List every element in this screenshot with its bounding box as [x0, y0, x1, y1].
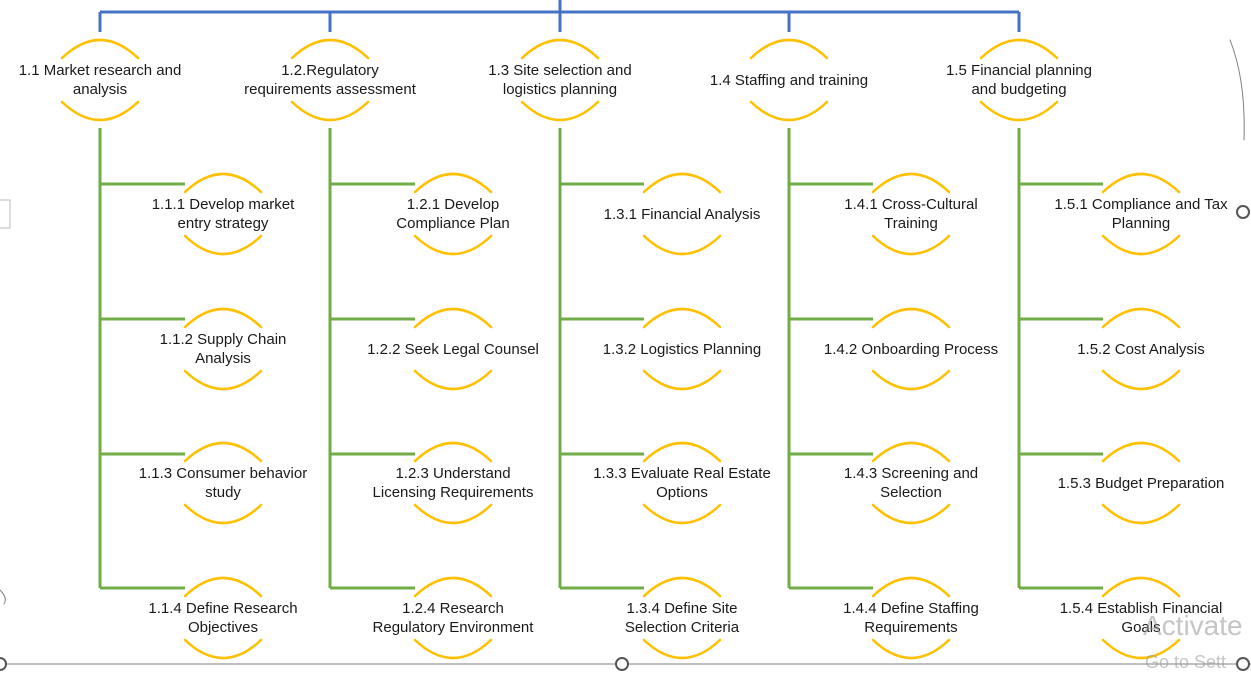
level2-node-2-4-top-arc [413, 576, 493, 598]
level2-node-3-2-label: 1.3.2 Logistics Planning [602, 340, 762, 358]
level2-node-5-3-top-arc [1101, 441, 1181, 463]
level2-node-5-1-label: 1.5.1 Compliance and Tax Planning [1054, 196, 1228, 232]
level2-node-2-2-bottom-arc [413, 369, 493, 391]
level2-node-4-2-bottom-arc [871, 369, 951, 391]
left-edge-handle[interactable] [0, 199, 11, 229]
level2-node-3-4-top-arc [642, 576, 722, 598]
level2-node-4-1-bottom-arc [871, 234, 951, 256]
level2-node-5-4-top-arc [1101, 576, 1181, 598]
level2-node-5-1-top-arc [1101, 172, 1181, 194]
level2-node-2-4-label: 1.2.4 Research Regulatory Environment [372, 600, 534, 636]
level2-node-4-4-top-arc [871, 576, 951, 598]
level2-node-1-4-top-arc [183, 576, 263, 598]
level1-node-3-bottom-arc [520, 100, 600, 122]
level2-node-3-2-bottom-arc [642, 369, 722, 391]
level2-node-3-1-top-arc [642, 172, 722, 194]
level2-node-3-4-label: 1.3.4 Define Site Selection Criteria [624, 600, 740, 636]
level2-node-3-1-label: 1.3.1 Financial Analysis [603, 205, 761, 223]
level2-node-4-1-label: 1.4.1 Cross-Cultural Training [844, 196, 978, 232]
level2-node-1-1-bottom-arc [183, 234, 263, 256]
level2-node-5-2-label: 1.5.2 Cost Analysis [1077, 340, 1205, 358]
level2-node-5-3-label: 1.5.3 Budget Preparation [1057, 474, 1225, 492]
level1-node-3-top-arc [520, 38, 600, 60]
level2-node-1-2-label: 1.1.2 Supply Chain Analysis [159, 331, 287, 367]
level2-node-2-4-bottom-arc [413, 638, 493, 660]
level1-node-4-top-arc [749, 38, 829, 60]
level2-node-4-3-top-arc [871, 441, 951, 463]
frame-resize-handle-4[interactable] [1236, 205, 1250, 219]
level2-node-1-2-top-arc [183, 307, 263, 329]
level2-node-4-1-top-arc [871, 172, 951, 194]
level2-node-2-2-label: 1.2.2 Seek Legal Counsel [367, 340, 539, 358]
level2-node-3-3-label: 1.3.3 Evaluate Real Estate Options [593, 465, 771, 501]
level2-node-5-2-top-arc [1101, 307, 1181, 329]
level2-node-2-2-top-arc [413, 307, 493, 329]
level1-node-5-bottom-arc [979, 100, 1059, 122]
level1-node-4-label: 1.4 Staffing and training [709, 71, 869, 89]
level2-node-5-4-label: 1.5.4 Establish Financial Goals [1059, 600, 1223, 636]
level1-node-2-label: 1.2.Regulatory requirements assessment [244, 62, 416, 98]
frame-resize-handle-3[interactable] [1236, 657, 1250, 671]
level2-node-3-3-bottom-arc [642, 503, 722, 525]
level2-node-2-1-bottom-arc [413, 234, 493, 256]
level1-node-1-bottom-arc [60, 100, 140, 122]
level2-node-1-4-label: 1.1.4 Define Research Objectives [148, 600, 298, 636]
level2-node-2-3-label: 1.2.3 Understand Licensing Requirements [372, 465, 534, 501]
level1-node-3-label: 1.3 Site selection and logistics plannin… [488, 62, 632, 98]
frame-resize-handle-1[interactable] [0, 657, 7, 671]
level2-node-1-3-bottom-arc [183, 503, 263, 525]
frame-resize-handle-2[interactable] [615, 657, 629, 671]
level2-node-5-1-bottom-arc [1101, 234, 1181, 256]
level2-node-5-4-bottom-arc [1101, 638, 1181, 660]
level2-node-1-1-label: 1.1.1 Develop market entry strategy [151, 196, 295, 232]
level2-node-2-1-label: 1.2.1 Develop Compliance Plan [396, 196, 510, 232]
level2-node-2-1-top-arc [413, 172, 493, 194]
level2-node-5-2-bottom-arc [1101, 369, 1181, 391]
level2-node-4-3-bottom-arc [871, 503, 951, 525]
level1-node-5-top-arc [979, 38, 1059, 60]
level1-node-5-label: 1.5 Financial planning and budgeting [946, 62, 1092, 98]
level2-node-2-3-top-arc [413, 441, 493, 463]
level2-node-3-1-bottom-arc [642, 234, 722, 256]
level1-node-1-top-arc [60, 38, 140, 60]
level1-node-4-bottom-arc [749, 100, 829, 122]
watermark-activate: Activate [1143, 610, 1243, 641]
level2-node-1-2-bottom-arc [183, 369, 263, 391]
level2-node-3-3-top-arc [642, 441, 722, 463]
level2-node-3-2-top-arc [642, 307, 722, 329]
level2-node-4-2-label: 1.4.2 Onboarding Process [823, 340, 999, 358]
level1-node-2-top-arc [290, 38, 370, 60]
level1-node-1-label: 1.1 Market research and analysis [18, 62, 182, 98]
frame-right-curve [1229, 39, 1245, 141]
level2-node-4-2-top-arc [871, 307, 951, 329]
level2-node-4-3-label: 1.4.3 Screening and Selection [843, 465, 979, 501]
level2-node-4-4-label: 1.4.4 Define Staffing Requirements [843, 600, 979, 636]
level2-node-1-3-top-arc [183, 441, 263, 463]
level2-node-4-4-bottom-arc [871, 638, 951, 660]
level2-node-1-4-bottom-arc [183, 638, 263, 660]
level2-node-3-4-bottom-arc [642, 638, 722, 660]
level2-node-2-3-bottom-arc [413, 503, 493, 525]
watermark-go-to-settings: Go to Sett [1145, 652, 1227, 672]
level1-node-2-bottom-arc [290, 100, 370, 122]
level2-node-1-3-label: 1.1.3 Consumer behavior study [138, 465, 308, 501]
level2-node-1-1-top-arc [183, 172, 263, 194]
level2-node-5-3-bottom-arc [1101, 503, 1181, 525]
frame-left-tick [0, 589, 6, 605]
